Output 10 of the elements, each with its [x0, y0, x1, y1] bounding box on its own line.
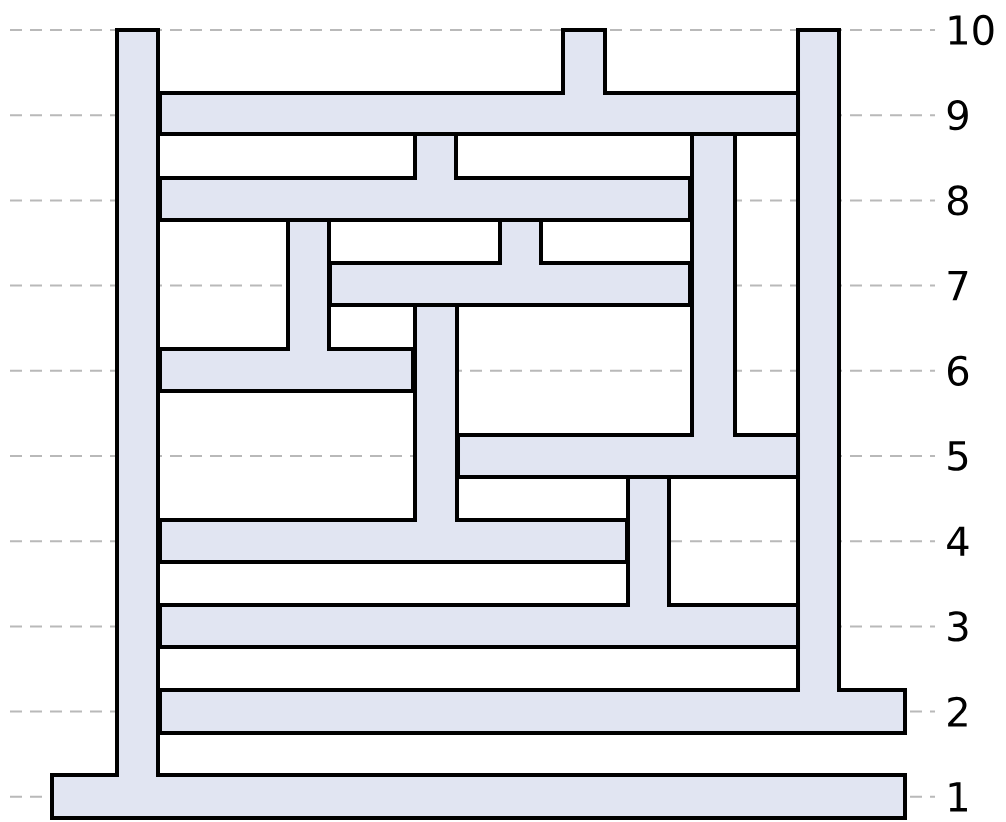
level-label: 1	[944, 781, 972, 813]
level-label: 9	[944, 99, 972, 132]
level-label: 7	[944, 270, 972, 302]
level-label: 10	[944, 13, 998, 47]
level-label: 2	[944, 695, 972, 728]
level-label: 4	[944, 525, 972, 557]
level-label: 6	[944, 354, 972, 387]
level-label: 3	[944, 610, 972, 643]
level-label: 8	[944, 184, 972, 217]
level-label: 5	[944, 440, 972, 472]
